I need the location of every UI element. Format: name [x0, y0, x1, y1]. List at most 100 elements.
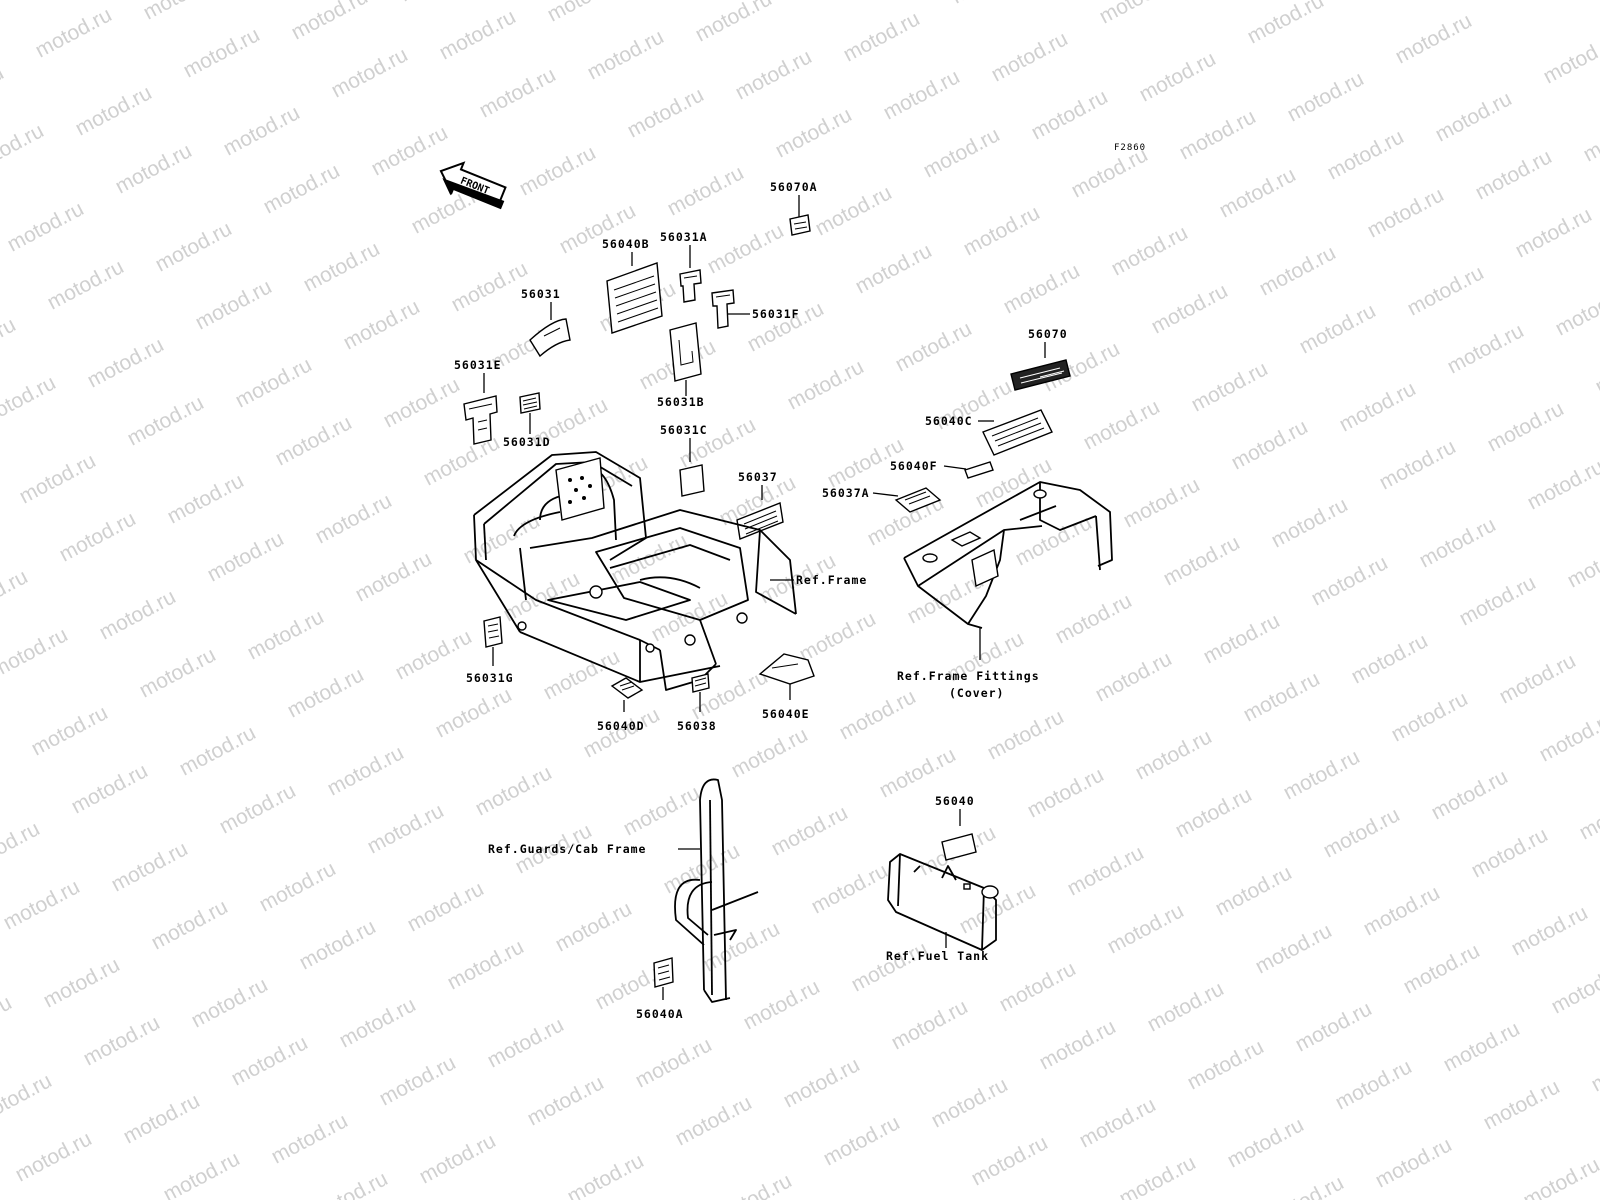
watermark-text: motod.ru	[476, 63, 560, 122]
watermark-text: motod.ru	[524, 1071, 608, 1130]
watermark-text: motod.ru	[1268, 493, 1352, 552]
watermark-text: motod.ru	[812, 181, 896, 240]
ref-frame-fittings-label: Ref.Frame Fittings	[897, 669, 1040, 683]
watermark-text: motod.ru	[1160, 531, 1244, 590]
watermark-text: motod.ru	[152, 217, 236, 276]
watermark-text: motod.ru	[460, 509, 544, 568]
watermark-text: motod.ru	[0, 61, 8, 120]
sticker-56037	[736, 502, 784, 540]
watermark-text: motod.ru	[1212, 861, 1296, 920]
watermark-text: motod.ru	[1552, 281, 1600, 340]
part-label-56040f: 56040F	[890, 459, 938, 473]
watermark-text: motod.ru	[1496, 649, 1580, 708]
sticker-56031c	[679, 464, 705, 497]
watermark-text: motod.ru	[1400, 939, 1484, 998]
watermark-text: motod.ru	[148, 895, 232, 954]
watermark-text: motod.ru	[968, 1131, 1052, 1190]
watermark-text: motod.ru	[68, 759, 152, 818]
watermark-text: motod.ru	[444, 935, 528, 994]
watermark-text: motod.ru	[1252, 919, 1336, 978]
watermark-text: motod.ru	[1292, 997, 1376, 1056]
sticker-56031d	[519, 392, 541, 414]
part-label-56040c: 56040C	[925, 414, 973, 428]
watermark-text: motod.ru	[1280, 745, 1364, 804]
watermark-text: motod.ru	[284, 663, 368, 722]
watermark-text: motod.ru	[0, 119, 48, 178]
watermark-text: motod.ru	[140, 0, 224, 24]
watermark-text: motod.ru	[0, 0, 76, 4]
watermark-text: motod.ru	[1440, 1017, 1524, 1076]
watermark-text: motod.ru	[948, 0, 1032, 8]
watermark-text: motod.ru	[300, 237, 384, 296]
watermark-text: motod.ru	[1120, 473, 1204, 532]
watermark-text: motod.ru	[56, 507, 140, 566]
watermark-text: motod.ru	[836, 685, 920, 744]
watermark-text: motod.ru	[336, 993, 420, 1052]
sticker-56070a	[789, 214, 811, 236]
watermark-text: motod.ru	[124, 391, 208, 450]
watermark-text: motod.ru	[96, 585, 180, 644]
watermark-text: motod.ru	[1580, 107, 1600, 166]
watermark-text: motod.ru	[1148, 279, 1232, 338]
watermark-text: motod.ru	[1332, 1055, 1416, 1114]
watermark-text: motod.ru	[1264, 1171, 1348, 1200]
watermark-text: motod.ru	[672, 1091, 756, 1150]
watermark-text: motod.ru	[888, 995, 972, 1054]
watermark-text: motod.ru	[1444, 319, 1528, 378]
watermark-text: motod.ru	[632, 1033, 716, 1092]
watermark-text: motod.ru	[308, 1167, 392, 1200]
watermark-text: motod.ru	[0, 991, 16, 1050]
watermark-text: motod.ru	[1108, 221, 1192, 280]
ref-fuel-tank-label: Ref.Fuel Tank	[886, 949, 989, 963]
watermark-text: motod.ru	[0, 623, 72, 682]
sticker-56031f	[711, 289, 735, 329]
part-label-56031b: 56031B	[657, 395, 705, 409]
watermark-text: motod.ru	[1076, 1093, 1160, 1152]
watermark-text: motod.ru	[80, 1011, 164, 1070]
watermark-text: motod.ru	[0, 875, 84, 934]
cab-frame-guard	[674, 778, 759, 1003]
watermark-text: motod.ru	[1092, 647, 1176, 706]
watermark-text: motod.ru	[108, 837, 192, 896]
part-label-56040b: 56040B	[602, 237, 650, 251]
watermark-text: motod.ru	[0, 565, 32, 624]
watermark-text: motod.ru	[484, 1013, 568, 1072]
watermark-text: motod.ru	[368, 121, 452, 180]
watermark-text: motod.ru	[1576, 785, 1600, 844]
watermark-text: motod.ru	[624, 83, 708, 142]
watermark-text: motod.ru	[160, 1147, 244, 1200]
watermark-text: motod.ru	[1472, 145, 1556, 204]
part-label-56031f: 56031F	[752, 307, 800, 321]
watermark-text: motod.ru	[272, 411, 356, 470]
watermark-text: motod.ru	[564, 1149, 648, 1200]
watermark-text: motod.ru	[256, 857, 340, 916]
watermark-text: motod.ru	[1432, 87, 1516, 146]
watermark-text: motod.ru	[1540, 29, 1600, 88]
watermark-text: motod.ru	[0, 371, 60, 430]
watermark-text: motod.ru	[848, 937, 932, 996]
part-label-56037: 56037	[738, 470, 778, 484]
watermark-text: motod.ru	[1184, 1035, 1268, 1094]
watermark-text: motod.ru	[544, 0, 628, 26]
figure-code: F2860	[1114, 143, 1146, 153]
watermark-text: motod.ru	[704, 219, 788, 278]
watermark-text: motod.ru	[960, 201, 1044, 260]
sticker-56070	[1010, 359, 1071, 391]
sticker-56031a	[679, 269, 702, 303]
watermark-text: motod.ru	[448, 257, 532, 316]
front-arrow-icon: FRONT	[439, 161, 507, 210]
watermark-text: motod.ru	[1256, 241, 1340, 300]
watermark-text: motod.ru	[1284, 67, 1368, 126]
watermark-text: motod.ru	[136, 643, 220, 702]
sticker-56031b	[669, 322, 702, 382]
part-label-56070: 56070	[1028, 327, 1068, 341]
watermark-text: motod.ru	[396, 0, 480, 6]
watermark-text: motod.ru	[188, 973, 272, 1032]
watermark-text: motod.ru	[12, 1127, 96, 1186]
sticker-56040a	[653, 957, 674, 988]
watermark-text: motod.ru	[1428, 765, 1512, 824]
watermark-text: motod.ru	[1028, 85, 1112, 144]
watermark-text: motod.ru	[1052, 589, 1136, 648]
watermark-text: motod.ru	[1320, 803, 1404, 862]
